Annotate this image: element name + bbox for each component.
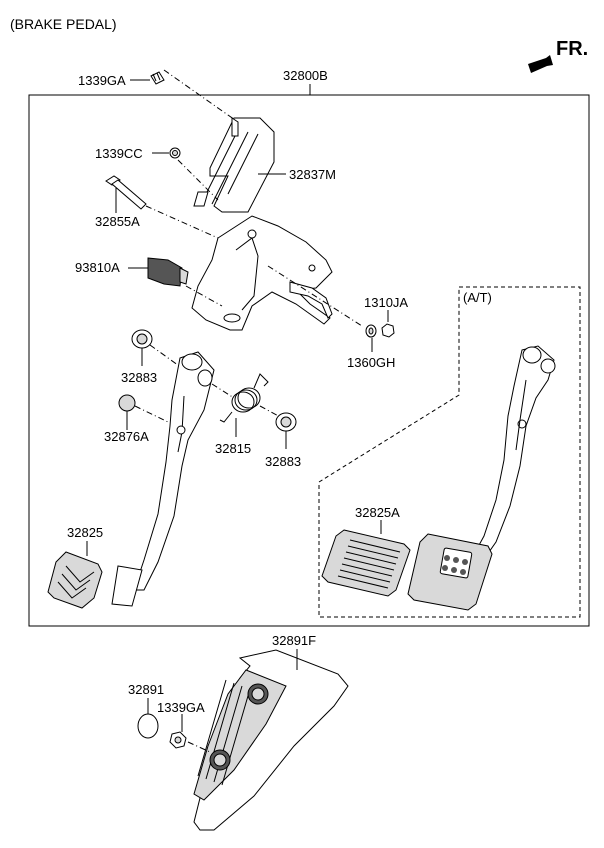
automatic-transmission-region (318, 286, 581, 618)
label-1339GA-bottom: 1339GA (157, 700, 205, 715)
label-32883-right: 32883 (265, 454, 301, 469)
stopper-32876a (118, 394, 136, 412)
pedal-pad-32825 (47, 551, 103, 609)
bolt-32855a (105, 175, 147, 210)
cap-32891 (137, 713, 159, 739)
pedal-mounting-bracket (191, 215, 333, 331)
label-32837M: 32837M (289, 167, 336, 182)
switch-93810a (147, 257, 189, 287)
label-32883-left: 32883 (121, 370, 157, 385)
bushing-32883-left (131, 329, 153, 349)
label-1310JA: 1310JA (364, 295, 408, 310)
label-32891: 32891 (128, 682, 164, 697)
front-direction-label: FR. (556, 38, 588, 60)
label-1360GH: 1360GH (347, 355, 395, 370)
pedal-cover-32891f (193, 649, 349, 831)
clip-1339ga-bottom (169, 731, 187, 749)
at-variant-label: (A/T) (463, 290, 492, 305)
label-1339CC: 1339CC (95, 146, 143, 161)
pedal-pad-automatic (407, 533, 493, 611)
front-direction-arrow-icon (528, 55, 553, 73)
brake-pedal-arm-manual (111, 351, 215, 607)
clip-1339ga-top (150, 71, 165, 85)
bushing-32883-right (275, 412, 297, 432)
label-32815: 32815 (215, 441, 251, 456)
label-32825: 32825 (67, 525, 103, 540)
label-93810A: 93810A (75, 260, 120, 275)
brake-pedal-arm-automatic (471, 345, 556, 563)
label-32855A: 32855A (95, 214, 140, 229)
label-1339GA-top: 1339GA (78, 73, 126, 88)
diagram-title: (BRAKE PEDAL) (10, 16, 117, 32)
label-32825A: 32825A (355, 505, 400, 520)
bracket-32837m (193, 117, 275, 213)
label-32876A: 32876A (104, 429, 149, 444)
assembly-frame (28, 94, 590, 627)
pedal-pad-32825a (321, 529, 411, 597)
nut-1339cc (169, 147, 181, 159)
label-32891F: 32891F (272, 633, 316, 648)
return-spring-32815 (219, 373, 269, 423)
nut-1310ja (381, 323, 395, 338)
washer-1360gh (365, 324, 377, 338)
label-32800B: 32800B (283, 68, 328, 83)
